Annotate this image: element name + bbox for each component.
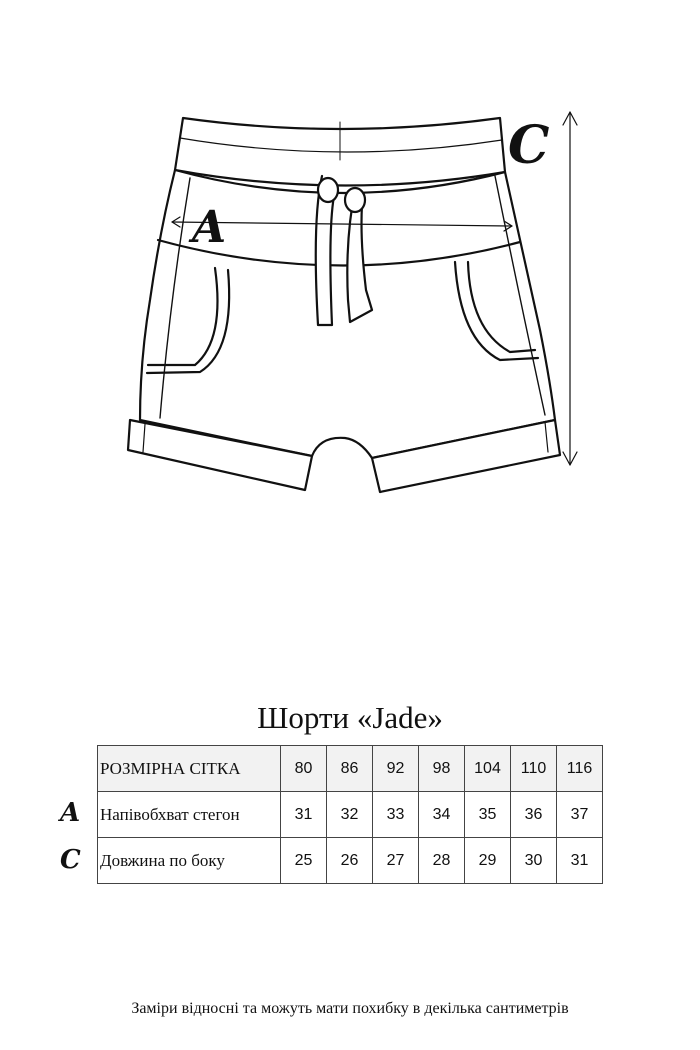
table-row: Довжина по боку 25 26 27 28 29 30 31: [97, 837, 603, 884]
shorts-illustration: A C: [126, 111, 578, 494]
header-label: РОЗМІРНА СІТКА: [97, 745, 281, 792]
value-cell: 25: [280, 837, 327, 884]
size-cell: 92: [372, 745, 419, 792]
size-chart-table: РОЗМІРНА СІТКА 80 86 92 98 104 110 116 Н…: [97, 745, 603, 884]
value-cell: 31: [556, 837, 603, 884]
value-cell: 29: [464, 837, 511, 884]
size-cell: 80: [280, 745, 327, 792]
table-row: Напівобхват стегон 31 32 33 34 35 36 37: [97, 791, 603, 838]
value-cell: 31: [280, 791, 327, 838]
value-cell: 27: [372, 837, 419, 884]
value-cell: 32: [326, 791, 373, 838]
marker-a: A: [60, 798, 81, 828]
value-cell: 37: [556, 791, 603, 838]
marker-c-drawing: C: [508, 115, 549, 176]
value-cell: 30: [510, 837, 557, 884]
size-cell: 116: [556, 745, 603, 792]
value-cell: 36: [510, 791, 557, 838]
size-cell: 110: [510, 745, 557, 792]
value-cell: 33: [372, 791, 419, 838]
size-cell: 86: [326, 745, 373, 792]
marker-a-drawing: A: [188, 202, 226, 253]
value-cell: 35: [464, 791, 511, 838]
value-cell: 28: [418, 837, 465, 884]
value-cell: 26: [326, 837, 373, 884]
row-label: Напівобхват стегон: [97, 791, 281, 838]
size-cell: 98: [418, 745, 465, 792]
product-title: Шорти «Jade»: [257, 700, 443, 735]
value-cell: 34: [418, 791, 465, 838]
row-label: Довжина по боку: [97, 837, 281, 884]
table-header-row: РОЗМІРНА СІТКА 80 86 92 98 104 110 116: [97, 745, 603, 792]
marker-c: C: [60, 845, 81, 875]
measurement-note: Заміри відносні та можуть мати похибку в…: [131, 1000, 569, 1017]
size-cell: 104: [464, 745, 511, 792]
